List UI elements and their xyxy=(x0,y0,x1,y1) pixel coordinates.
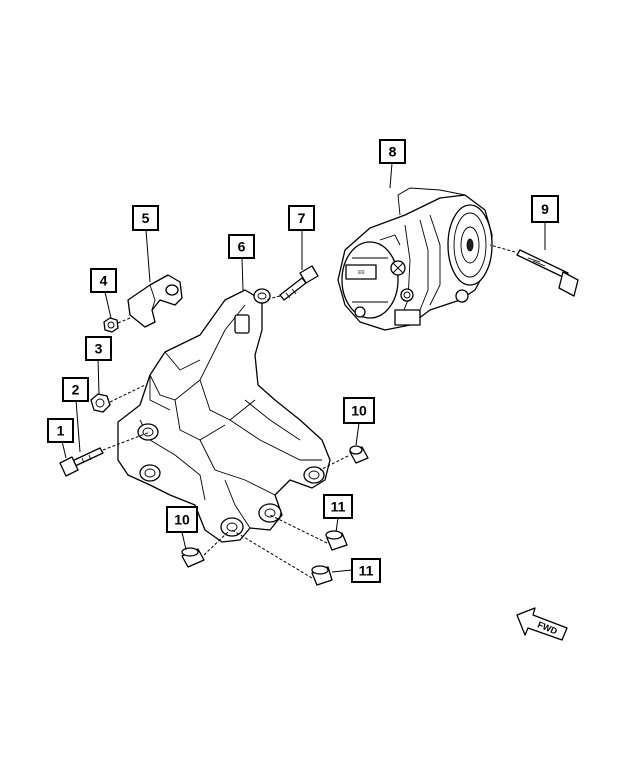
callout-4: 4 xyxy=(90,268,117,293)
callout-5: 5 xyxy=(132,205,159,231)
callout-11-lower-label: 11 xyxy=(359,563,374,579)
callout-1: 1 xyxy=(47,418,74,443)
leader-lines xyxy=(61,162,546,579)
callout-1-label: 1 xyxy=(57,423,65,439)
small-bracket xyxy=(127,274,183,328)
callout-6: 6 xyxy=(228,234,255,259)
spacer-11-lower xyxy=(311,565,333,586)
callout-11-upper: 11 xyxy=(323,494,353,519)
callout-11-upper-label: 11 xyxy=(331,499,346,515)
callout-8-label: 8 xyxy=(389,144,397,160)
callout-3-label: 3 xyxy=(95,341,103,357)
callout-8: 8 xyxy=(379,139,406,164)
callout-10-lower-label: 10 xyxy=(174,512,190,528)
callout-4-label: 4 xyxy=(100,273,108,289)
bolt-1 xyxy=(59,447,104,477)
callout-7-label: 7 xyxy=(298,210,306,226)
fwd-arrow-icon: FWD xyxy=(516,607,568,641)
mounting-bracket xyxy=(117,288,331,543)
callout-10-lower: 10 xyxy=(166,506,198,533)
ac-compressor: ≡≡ xyxy=(337,187,493,331)
compressor-long-bolt xyxy=(516,249,579,297)
callout-10-upper: 10 xyxy=(343,397,375,424)
callout-2-label: 2 xyxy=(72,382,80,398)
callout-9: 9 xyxy=(531,195,559,223)
callout-3: 3 xyxy=(85,336,112,361)
callout-9-label: 9 xyxy=(541,201,549,217)
callout-2: 2 xyxy=(62,377,89,402)
spacer-11-upper xyxy=(325,530,348,551)
callout-10-upper-label: 10 xyxy=(351,403,367,419)
callout-7: 7 xyxy=(288,205,315,231)
compressor-plate-marking: ≡≡ xyxy=(357,270,365,276)
callout-11-lower: 11 xyxy=(351,558,381,583)
callout-5-label: 5 xyxy=(142,210,150,226)
spacer-10-upper xyxy=(349,445,369,464)
bracket-bolt-7 xyxy=(279,265,319,301)
nut-3 xyxy=(90,393,111,413)
callout-6-label: 6 xyxy=(238,239,246,255)
nut-4 xyxy=(103,317,119,333)
spacer-10-lower xyxy=(181,547,205,568)
